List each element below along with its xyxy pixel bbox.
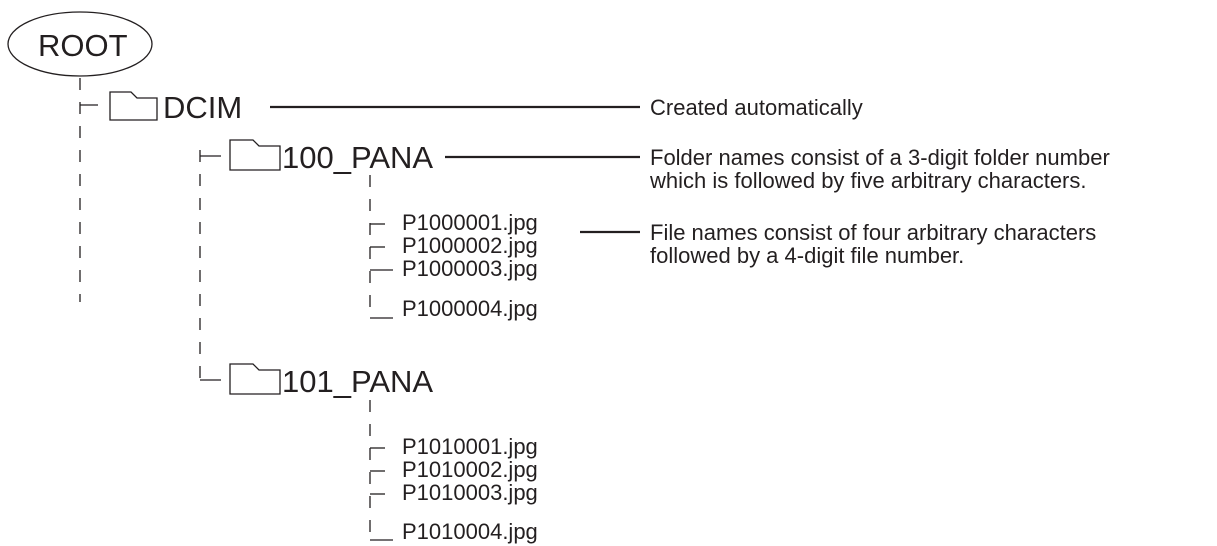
file-name: P1010002.jpg xyxy=(402,457,538,482)
file-name: P1010001.jpg xyxy=(402,434,538,459)
folder-101-label: 101_PANA xyxy=(282,364,434,399)
dcim-note: Created automatically xyxy=(650,95,863,120)
file-name-note-line-2: followed by a 4-digit file number. xyxy=(650,243,965,268)
folder-icon xyxy=(109,91,158,121)
folder-name-note-line-1: Folder names consist of a 3-digit folder… xyxy=(650,145,1110,170)
folder-100-label: 100_PANA xyxy=(282,140,434,175)
file-name: P1000002.jpg xyxy=(402,233,538,258)
root-node-ellipse xyxy=(7,11,153,77)
dcim-folder-label: DCIM xyxy=(163,90,243,125)
file-name: P1010003.jpg xyxy=(402,480,538,505)
file-name-note-line-1: File names consist of four arbitrary cha… xyxy=(650,220,1097,245)
file-name: P1000003.jpg xyxy=(402,256,538,281)
folder-icon xyxy=(229,139,281,171)
root-label: ROOT xyxy=(38,28,128,63)
folder-name-note-line-2: which is followed by five arbitrary char… xyxy=(650,168,1087,193)
file-name: P1000001.jpg xyxy=(402,210,538,235)
file-name: P1000004.jpg xyxy=(402,296,538,321)
file-name: P1010004.jpg xyxy=(402,519,538,544)
folder-icon xyxy=(229,363,281,395)
